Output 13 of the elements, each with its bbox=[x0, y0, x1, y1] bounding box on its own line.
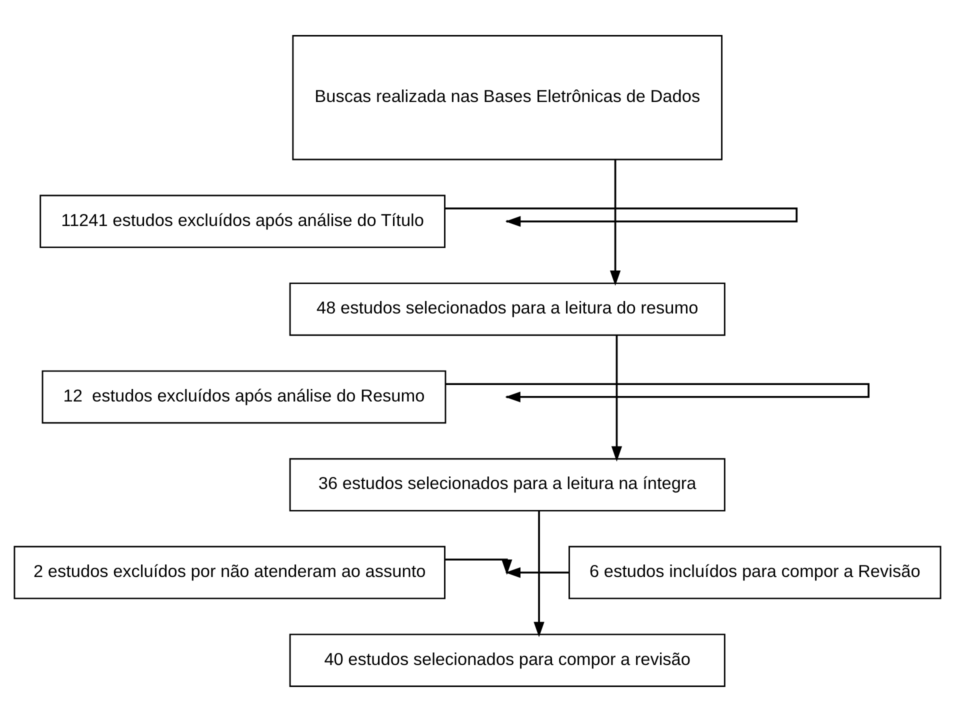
arrow bbox=[610, 160, 621, 286]
node-box: 36 estudos selecionados para a leitura na íntegra bbox=[289, 458, 726, 512]
node-box: 6 estudos incluídos para compor a Revisão bbox=[568, 546, 942, 600]
node-box: 40 estudos selecionados para compor a revisão bbox=[289, 634, 726, 687]
arrow bbox=[446, 383, 870, 402]
arrow bbox=[444, 208, 798, 227]
arrow bbox=[611, 335, 622, 462]
node-box: 48 estudos selecionados para a leitura do resumo bbox=[289, 282, 726, 336]
node-box: 2 estudos excluídos por não atenderam ao assunto bbox=[14, 546, 446, 600]
node-box: 11241 estudos excluídos após análise do Título bbox=[40, 194, 446, 248]
node-box: 12 estudos excluídos após análise do Resumo bbox=[42, 370, 446, 424]
node-box: Buscas realizada nas Bases Eletrônicas de Dados bbox=[292, 35, 722, 160]
arrow bbox=[534, 510, 544, 638]
